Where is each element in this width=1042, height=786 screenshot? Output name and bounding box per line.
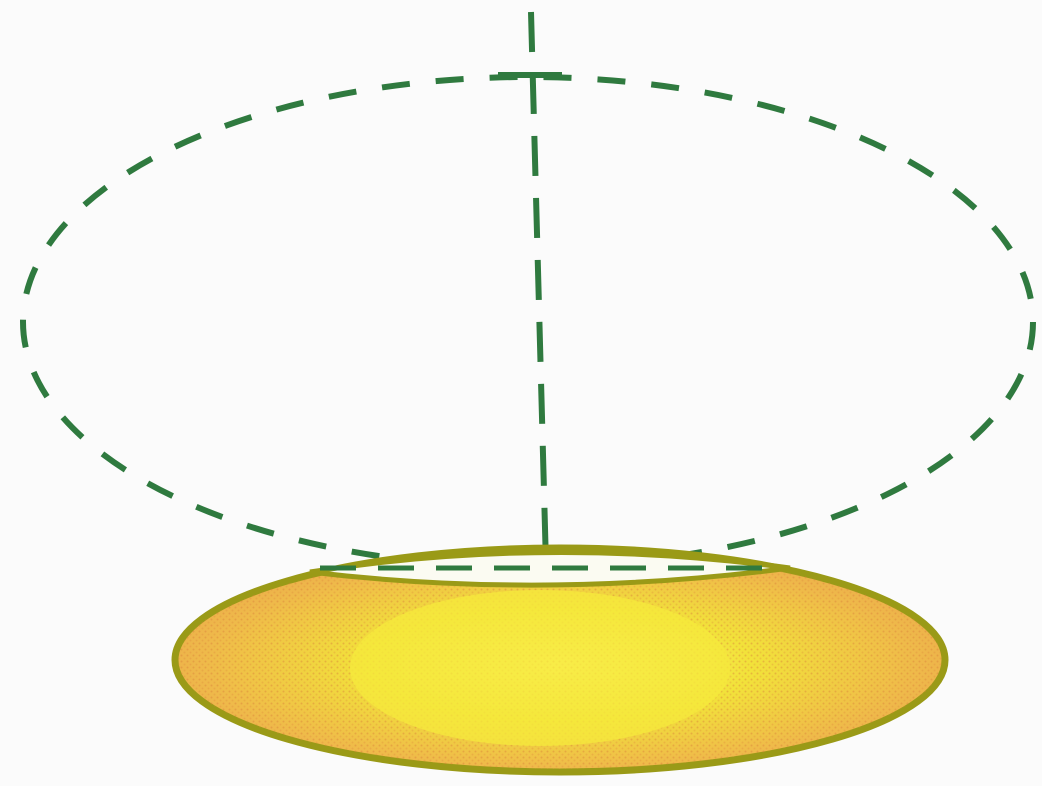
vertical-dashed-axis (531, 12, 546, 565)
dashed-ellipse-outline (23, 77, 1033, 567)
